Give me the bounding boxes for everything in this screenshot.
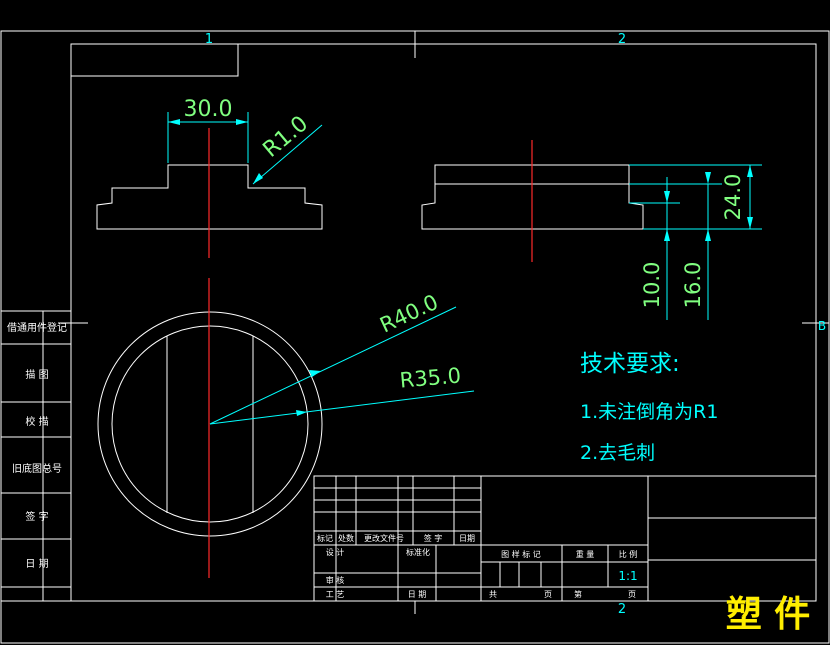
side-strip-box [0,310,72,602]
check-label: 审 核 [326,575,345,585]
technical-notes: 技术要求: 1.未注倒角为R1 2.去毛刺 [580,351,718,464]
stage-mark-label: 图 样 标 记 [501,549,541,559]
r35-arrow [296,410,307,416]
r35-leader [209,390,475,425]
total-label: 共 [489,590,497,599]
side-strip-label: 旧底图总号 [12,462,62,475]
dim-24-arrow-top [747,165,753,177]
fillet-label: R1.0 [259,111,314,162]
date-label: 日 期 [408,590,427,599]
outer-circle [97,311,323,537]
dim-16-arrow-bottom [705,229,711,241]
side-strip-label: 日 期 [25,558,48,570]
zone-label-b: B [818,319,826,333]
rev-doc-label: 更改文件号 [364,533,404,543]
dim-30-arrow-right [236,119,248,125]
fillet-arrow [253,173,263,184]
fillet-leader [252,124,323,185]
standardize-label: 标准化 [406,547,430,557]
top-view: R40.0 R35.0 [97,278,475,578]
dim-24-arrow-bottom [747,217,753,229]
r40-label: R40.0 [376,290,442,338]
rev-mark-label: 标记 [317,533,333,543]
process-label: 工 艺 [326,590,345,599]
rev-date-label: 日期 [459,534,475,543]
r40-leader [209,306,457,425]
notes-item-2: 2.去毛刺 [580,442,655,464]
dim-24-label: 24.0 [721,174,745,221]
dim-10-arrow-bottom [664,229,670,241]
zone-label-1: 1 [205,32,213,47]
weight-label: 重 量 [576,549,595,559]
scale-label: 比 例 [619,549,638,559]
rev-sign-label: 签 字 [424,533,443,543]
side-strip-label: 描 图 [25,368,48,381]
sheet-label: 页 [544,590,552,599]
r35-label: R35.0 [399,363,462,392]
title-block: 标记 处数 更改文件号 签 字 日期 设 计 标准化 审 核 工 艺 日 期 图… [313,475,817,602]
dim-10-arrow-top [664,191,670,203]
title-block-box [313,475,817,602]
notes-item-1: 1.未注倒角为R1 [580,401,718,423]
design-label: 设 计 [326,547,345,557]
side-strip: 借通用件登记 描 图 校 描 旧底图总号 签 字 日 期 [0,310,72,602]
front-view: 30.0 R1.0 [96,97,323,258]
notes-title: 技术要求: [580,351,680,377]
watermark-label: 塑 件 [726,594,811,635]
rev-count-label: 处数 [338,533,354,543]
side-strip-label: 借通用件登记 [7,321,67,334]
side-view: 24.0 10.0 16.0 [421,140,762,320]
page-label: 页 [628,590,636,599]
inner-border [70,43,817,602]
r40-arrow [309,370,321,377]
dim-30-arrow-left [168,119,180,125]
inner-circle [111,325,309,523]
dim-30-label: 30.0 [184,97,233,122]
number-label: 第 [574,589,582,599]
dim-16-label: 16.0 [681,262,705,309]
corner-code-box [71,44,239,77]
side-strip-label: 签 字 [25,510,48,523]
side-strip-label: 校 描 [25,415,48,428]
zone-label-2: 2 [618,32,626,47]
dim-16-arrow-top [705,172,711,184]
dim-10-label: 10.0 [640,262,664,309]
front-view-outline [96,164,323,230]
zone-label-2-bottom: 2 [618,602,626,617]
scale-value: 1:1 [618,569,637,583]
